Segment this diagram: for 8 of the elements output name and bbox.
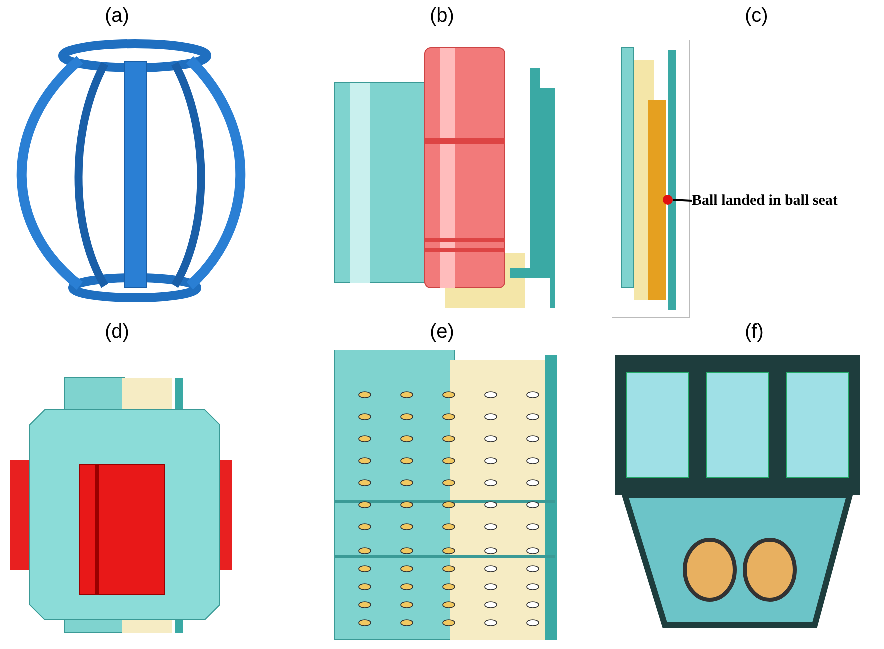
panel-label: (b) <box>430 6 454 26</box>
panel-label: (c) <box>745 6 768 26</box>
panel-label: (e) <box>430 322 454 342</box>
panel-label: (a) <box>105 6 130 26</box>
leader-line <box>672 199 692 202</box>
panel-label: (d) <box>105 322 130 342</box>
panel-label: (f) <box>745 322 764 342</box>
callout-text: Ball landed in ball seat <box>692 192 838 211</box>
